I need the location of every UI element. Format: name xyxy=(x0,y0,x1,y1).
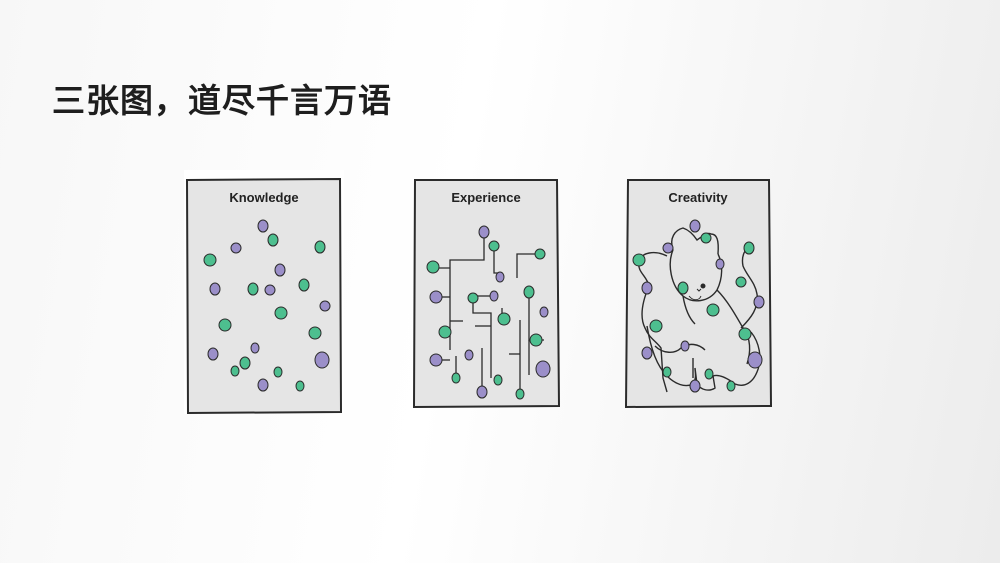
experience-dot xyxy=(534,248,546,260)
creativity-dot xyxy=(677,281,689,295)
experience-dot xyxy=(488,240,500,252)
knowledge-dot xyxy=(298,278,310,292)
knowledge-dot xyxy=(308,326,322,340)
creativity-dot xyxy=(735,276,747,288)
creativity-dot xyxy=(689,379,701,393)
experience-dot xyxy=(438,325,452,339)
knowledge-dot xyxy=(218,318,232,332)
creativity-dot xyxy=(632,253,646,267)
creativity-dot xyxy=(738,327,752,341)
creativity-illustration xyxy=(624,179,773,408)
creativity-dot xyxy=(662,366,672,378)
creativity-dot xyxy=(689,219,701,233)
knowledge-label: Knowledge xyxy=(229,190,299,205)
creativity-panel: Creativity xyxy=(623,178,773,408)
knowledge-dot xyxy=(274,263,286,277)
experience-dot xyxy=(535,360,551,378)
knowledge-panel: Knowledge xyxy=(184,170,344,414)
knowledge-dot xyxy=(209,282,221,296)
experience-dot xyxy=(451,372,461,384)
experience-dot xyxy=(476,385,488,399)
knowledge-dot xyxy=(250,342,260,354)
creativity-dot xyxy=(747,351,763,369)
experience-dot xyxy=(493,374,503,386)
experience-dot xyxy=(464,349,474,361)
experience-dot xyxy=(497,312,511,326)
knowledge-dot xyxy=(274,306,288,320)
experience-dot xyxy=(467,292,479,304)
knowledge-dot xyxy=(207,347,219,361)
knowledge-dot xyxy=(247,282,259,296)
creativity-dot xyxy=(704,368,714,380)
knowledge-dot xyxy=(314,240,326,254)
experience-dot xyxy=(523,285,535,299)
creativity-dot xyxy=(662,242,674,254)
experience-dot xyxy=(426,260,440,274)
creativity-dot xyxy=(715,258,725,270)
knowledge-dot xyxy=(267,233,279,247)
experience-dot xyxy=(429,353,443,367)
knowledge-dot xyxy=(295,380,305,392)
experience-dot xyxy=(478,225,490,239)
knowledge-dot xyxy=(239,356,251,370)
experience-dot xyxy=(495,271,505,283)
experience-dot xyxy=(429,290,443,304)
creativity-label: Creativity xyxy=(668,190,728,205)
knowledge-dot xyxy=(230,365,240,377)
knowledge-dot xyxy=(319,300,331,312)
knowledge-dot xyxy=(230,242,242,254)
creativity-dot xyxy=(641,346,653,360)
knowledge-dot xyxy=(314,351,330,369)
knowledge-dot xyxy=(273,366,283,378)
experience-dot xyxy=(515,388,525,400)
creativity-dot xyxy=(649,319,663,333)
knowledge-illustration xyxy=(185,177,343,414)
slide-title: 三张图，道尽千言万语 xyxy=(52,81,392,120)
creativity-dot xyxy=(700,232,712,244)
knowledge-dot xyxy=(264,284,276,296)
experience-panel: Experience xyxy=(411,178,561,408)
experience-dot xyxy=(529,333,543,347)
knowledge-dot xyxy=(203,253,217,267)
knowledge-dot xyxy=(257,378,269,392)
knowledge-dot xyxy=(257,219,269,233)
experience-dot xyxy=(489,290,499,302)
creativity-dot xyxy=(726,380,736,392)
creativity-dot xyxy=(641,281,653,295)
creativity-dot xyxy=(680,340,690,352)
creativity-dot xyxy=(706,303,720,317)
experience-label: Experience xyxy=(451,190,521,205)
experience-illustration xyxy=(412,179,561,408)
creativity-dot xyxy=(753,295,765,309)
experience-dot xyxy=(539,306,549,318)
creativity-dot xyxy=(743,241,755,255)
